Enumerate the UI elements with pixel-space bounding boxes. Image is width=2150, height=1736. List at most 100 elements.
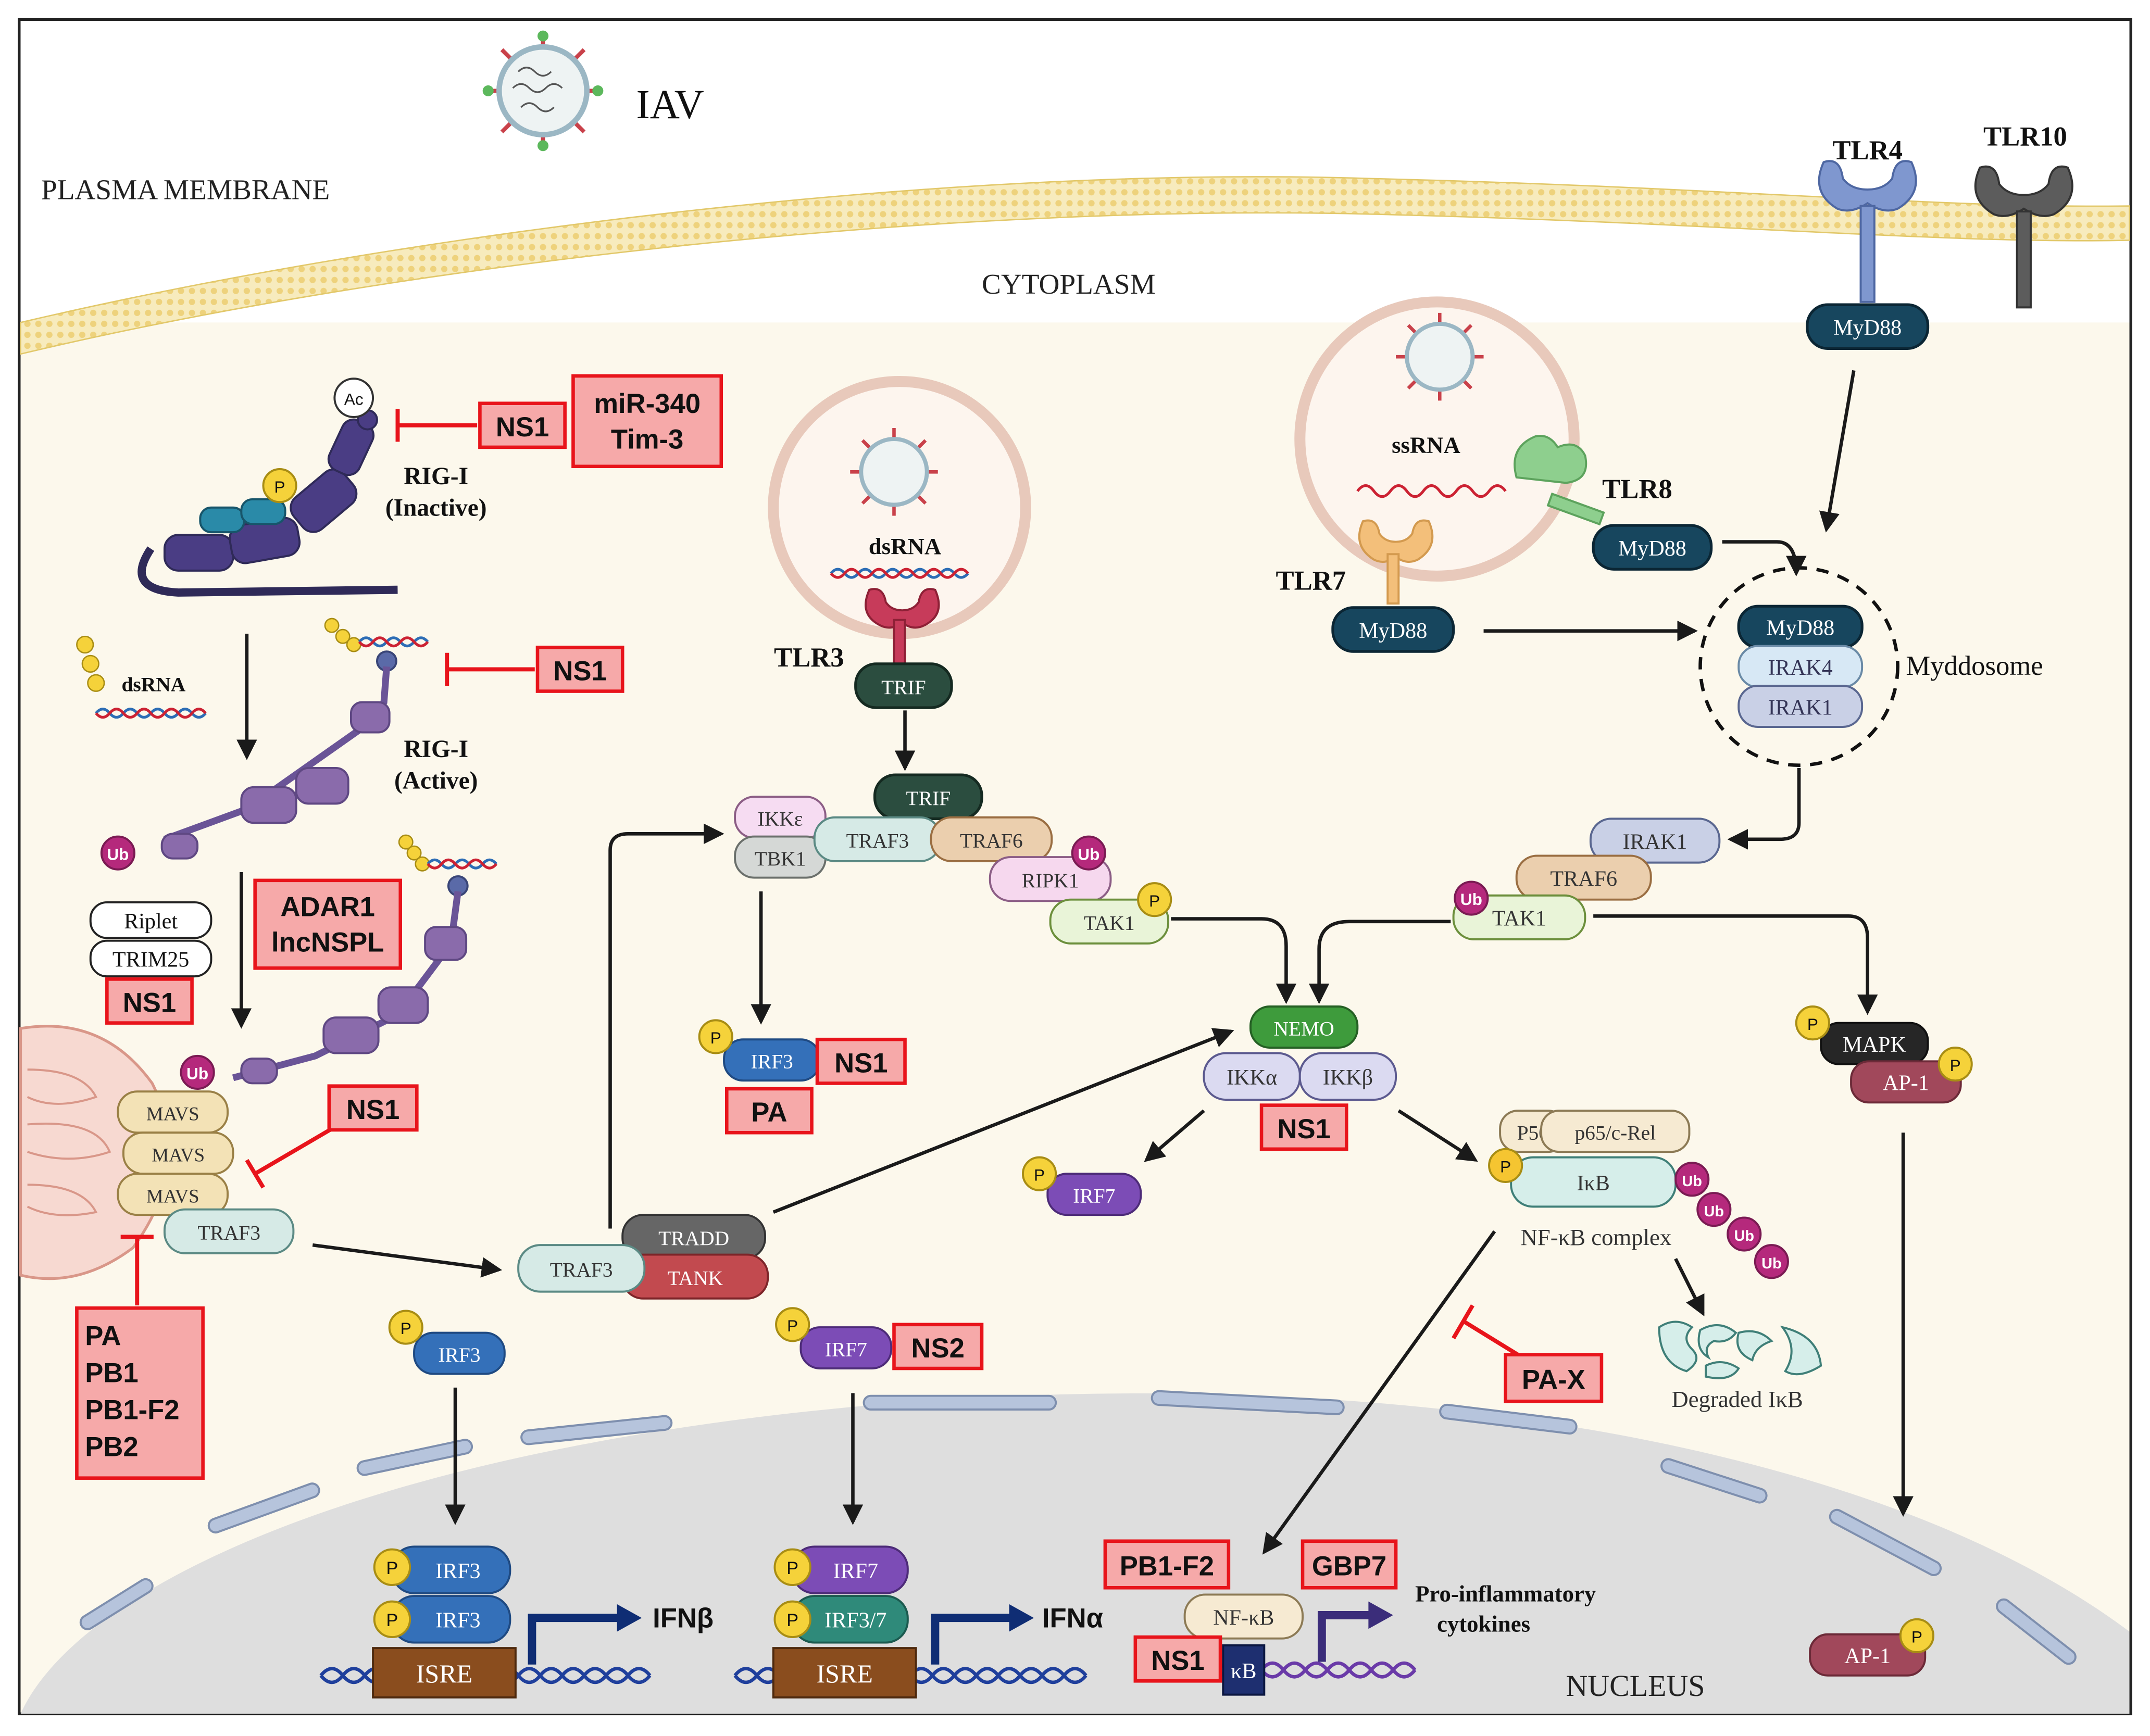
endosome-tlr3 bbox=[768, 376, 1031, 639]
nfkb-label: NF-κB bbox=[1213, 1605, 1274, 1630]
ikkb-label: IKKβ bbox=[1323, 1065, 1373, 1090]
nemo-label: NEMO bbox=[1274, 1017, 1334, 1040]
irf7-label: IRF7 bbox=[1073, 1185, 1115, 1207]
p-label: P bbox=[386, 1558, 398, 1578]
degraded-ikb-label: Degraded IκB bbox=[1671, 1386, 1803, 1412]
isre-label: ISRE bbox=[416, 1659, 472, 1688]
ns1-label: NS1 bbox=[123, 988, 176, 1018]
iav-in-endosome-icon bbox=[1396, 312, 1484, 401]
ns1-label: NS1 bbox=[346, 1095, 399, 1125]
nfkb-ikb-complex: P50 p65/c-Rel IκB P Ub Ub Ub Ub bbox=[1488, 1110, 1789, 1279]
lncnspl-label: lncNSPL bbox=[271, 927, 384, 958]
acetyl-mark bbox=[333, 378, 374, 418]
rig-i-active-icon: Ub bbox=[100, 618, 429, 871]
rig-i-inactive-label-2: (Inactive) bbox=[385, 495, 487, 522]
ikke-label: IKKε bbox=[758, 808, 803, 831]
ns1-label: NS1 bbox=[496, 412, 549, 443]
ssrna-label: ssRNA bbox=[1392, 432, 1460, 458]
pb1f2-label: PB1-F2 bbox=[85, 1394, 179, 1425]
p-label: P bbox=[1807, 1015, 1818, 1034]
pb1f2-label: PB1-F2 bbox=[1120, 1551, 1214, 1582]
phospho-mark bbox=[773, 1548, 811, 1586]
traf6-label: TRAF6 bbox=[1550, 866, 1617, 891]
irak1-label: IRAK1 bbox=[1768, 695, 1833, 720]
myd88-label: MyD88 bbox=[1359, 619, 1427, 643]
tlr7-receptor-icon bbox=[1358, 519, 1434, 605]
dsrna-left-label: dsRNA bbox=[121, 673, 185, 696]
inhibitor-ns1-rigi-active: NS1 bbox=[535, 645, 624, 693]
polyubiquitin-chain: Ub Ub Ub Ub bbox=[1674, 1162, 1789, 1279]
ns2-label: NS2 bbox=[911, 1333, 965, 1364]
tlr7-label: TLR7 bbox=[1276, 566, 1346, 596]
phospho-mark bbox=[698, 1019, 733, 1054]
ssrna-strand-icon bbox=[1356, 484, 1507, 498]
inhibitor-ns1-rigi: NS1 bbox=[478, 401, 567, 449]
phospho-mark bbox=[1137, 882, 1172, 917]
phospho-mark bbox=[775, 1307, 810, 1342]
pa-label: PA bbox=[751, 1097, 787, 1128]
ac-label: Ac bbox=[344, 389, 364, 408]
traf3-label: TRAF3 bbox=[550, 1259, 613, 1281]
traf3-tradd-tank-complex: TRADD TANK TRAF3 bbox=[517, 1214, 769, 1300]
phospho-mark bbox=[1795, 1005, 1830, 1041]
p-label: P bbox=[1911, 1628, 1922, 1646]
trif-tlr3: TRIF bbox=[854, 662, 953, 709]
ifnb-label: IFNβ bbox=[653, 1603, 714, 1634]
mavs-label: MAVS bbox=[152, 1144, 205, 1166]
rig-i-active-label-2: (Active) bbox=[394, 767, 478, 794]
inhibitor-pa-irf3: PA bbox=[725, 1087, 814, 1135]
trim25-label: TRIM25 bbox=[113, 948, 189, 972]
phospho-mark bbox=[773, 1600, 811, 1639]
riplet-box: Riplet bbox=[89, 901, 213, 939]
p-label: P bbox=[786, 1558, 798, 1578]
irf7-phospho-middle: IRF7 P bbox=[1021, 1156, 1142, 1216]
inhibitor-ns1-nfkb: NS1 bbox=[1133, 1635, 1222, 1683]
traf3-label: TRAF3 bbox=[846, 829, 909, 852]
dna-kb-proinflammatory: κB NF-κB bbox=[1183, 1593, 1417, 1696]
myd88-label: MyD88 bbox=[1766, 616, 1834, 640]
inhibitor-ns1-irf3: NS1 bbox=[815, 1037, 907, 1085]
irf3-phospho-middle: IRF3 P bbox=[698, 1019, 821, 1082]
mir340-label: miR-340 bbox=[594, 388, 701, 419]
phospho-mark bbox=[373, 1600, 411, 1639]
ns1-label: NS1 bbox=[834, 1048, 888, 1078]
tlr10-label: TLR10 bbox=[1983, 122, 2067, 152]
p-label: P bbox=[386, 1611, 398, 1630]
tlr8-receptor-icon bbox=[1514, 435, 1605, 526]
phospho-mark bbox=[1488, 1148, 1523, 1183]
irf7-label: IRF7 bbox=[825, 1338, 867, 1361]
tlr4-label: TLR4 bbox=[1832, 135, 1903, 166]
tradd-label: TRADD bbox=[658, 1227, 729, 1250]
p-label: P bbox=[1950, 1056, 1961, 1075]
tank-label: TANK bbox=[668, 1266, 723, 1289]
phospho-mark bbox=[388, 1310, 423, 1345]
p-label: P bbox=[710, 1028, 721, 1047]
irf3-phospho-lower: IRF3 P bbox=[388, 1310, 506, 1375]
irf37-label: IRF3/7 bbox=[824, 1608, 886, 1633]
nfkb-complex-label: NF-κB complex bbox=[1521, 1224, 1672, 1250]
riplet-label: Riplet bbox=[124, 909, 178, 934]
ns1-label: NS1 bbox=[1277, 1114, 1330, 1144]
myd88-label: MyD88 bbox=[1618, 536, 1686, 561]
ubiquitin-mark bbox=[1071, 835, 1106, 871]
ub-label: Ub bbox=[1734, 1228, 1754, 1244]
ub-label: Ub bbox=[1704, 1203, 1724, 1220]
phospho-mark bbox=[1899, 1618, 1935, 1653]
tlr4-receptor-icon bbox=[1818, 160, 1917, 303]
mavs-label: MAVS bbox=[146, 1103, 199, 1125]
p-label: P bbox=[401, 1319, 411, 1338]
inhibitor-ns2-irf7: NS2 bbox=[892, 1323, 984, 1370]
gbp7-label: GBP7 bbox=[1312, 1551, 1386, 1582]
trim25-box: TRIM25 bbox=[89, 939, 213, 978]
kb-label: κB bbox=[1231, 1659, 1256, 1683]
inhibition-lines bbox=[120, 409, 1537, 1368]
myd88-label: MyD88 bbox=[1833, 316, 1902, 340]
ripk1-label: RIPK1 bbox=[1022, 869, 1079, 892]
cytoplasm-label: CYTOPLASM bbox=[982, 268, 1156, 300]
tlr8-label: TLR8 bbox=[1602, 474, 1672, 504]
ns1-label: NS1 bbox=[1151, 1645, 1204, 1676]
inhibitor-ns1-ikk: NS1 bbox=[1259, 1103, 1348, 1151]
inhibitor-pax: PA-X bbox=[1504, 1353, 1604, 1403]
ap1-nuclear: AP-1 P bbox=[1809, 1618, 1935, 1677]
